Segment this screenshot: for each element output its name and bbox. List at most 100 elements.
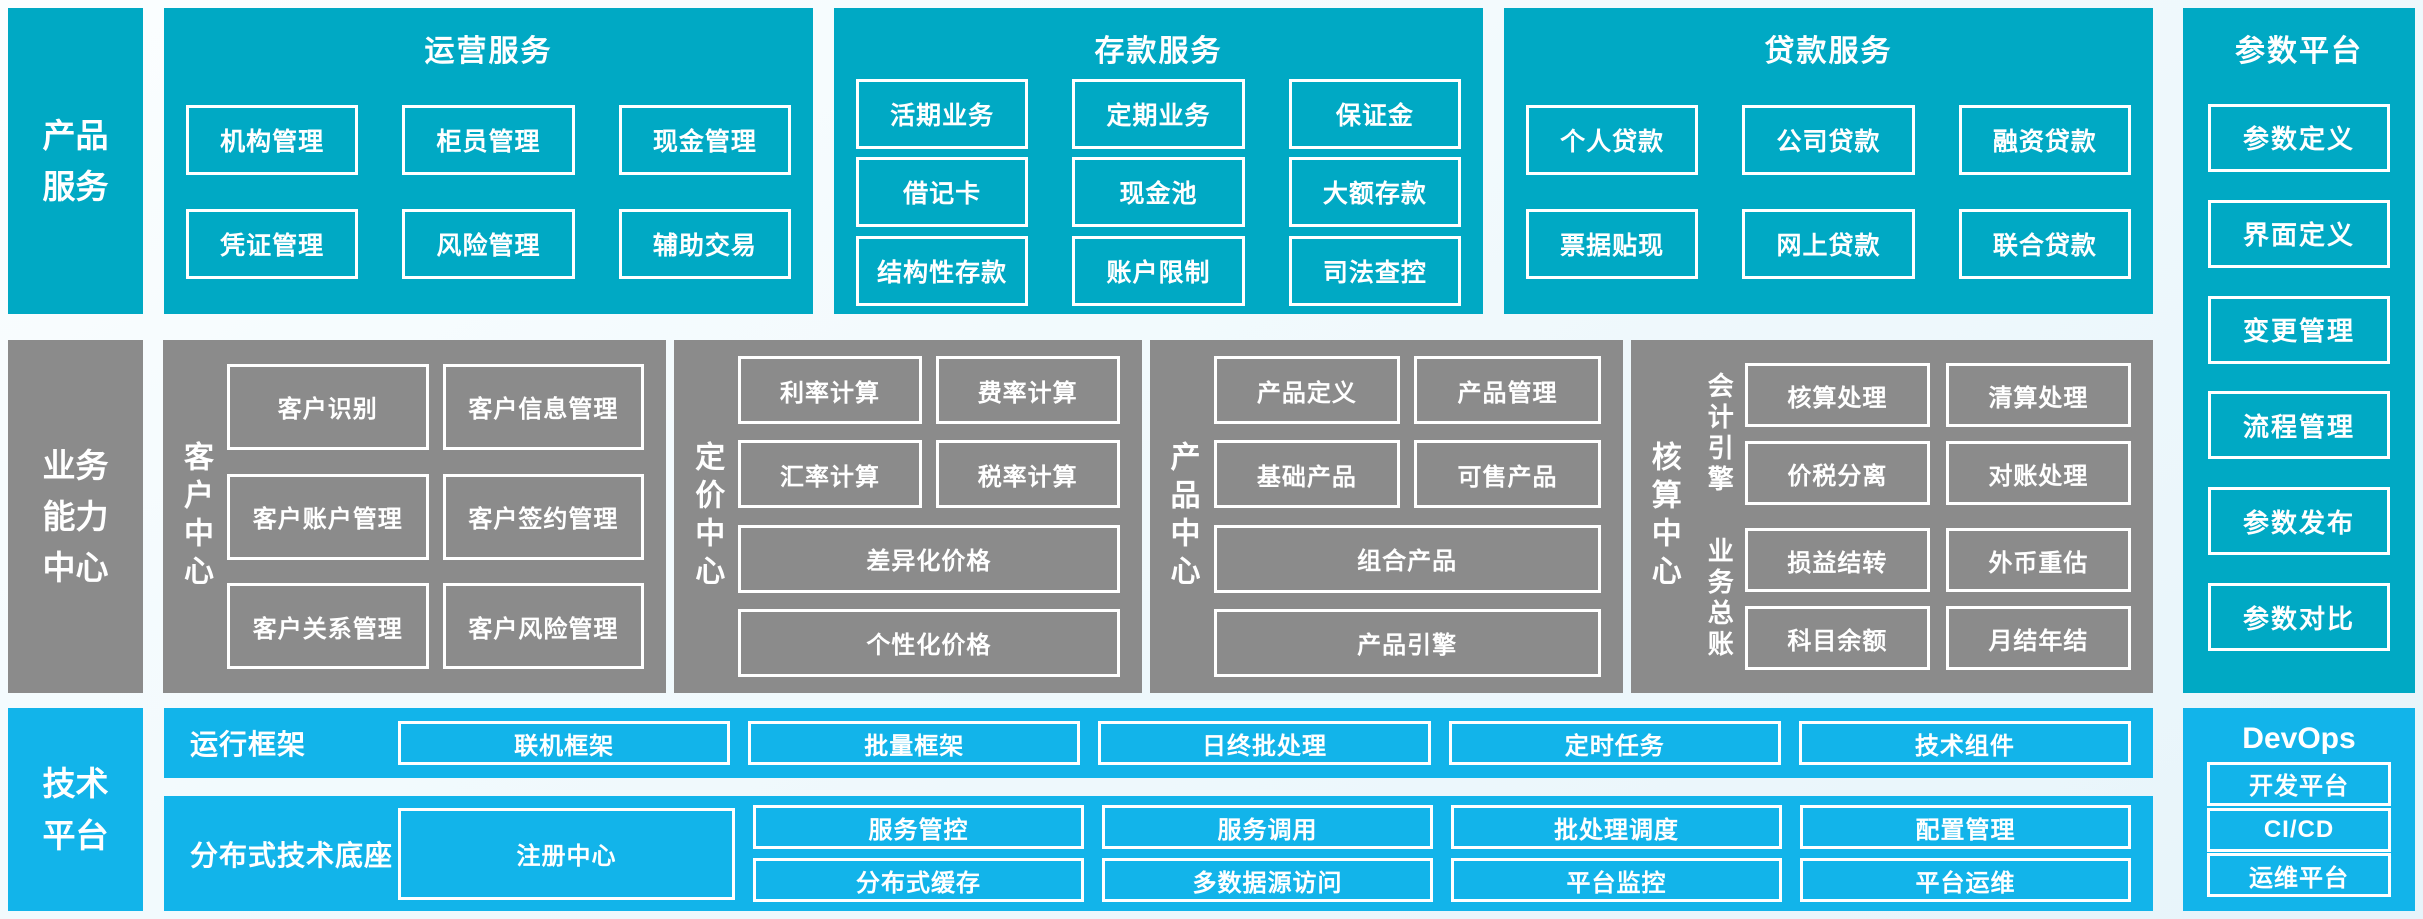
- deposit-box: 司法查控: [1288, 235, 1461, 306]
- sidebar-line: 产品: [42, 116, 109, 154]
- accounting-center-label: 核算中心: [1646, 440, 1680, 593]
- deposit-box: 保证金: [1288, 78, 1461, 149]
- section-title: 贷款服务: [1764, 35, 1893, 68]
- distributed-base-bar: 分布式技术底座 注册中心 服务管控 分布式缓存 服务调用 多数据源访问 批处理调…: [164, 796, 2153, 911]
- distributed-column: 批处理调度 平台监控: [1451, 805, 1782, 902]
- sidebar-line: 能力: [42, 497, 109, 535]
- deposit-box: 账户限制: [1072, 235, 1245, 306]
- parameter-box: 流程管理: [2208, 391, 2390, 460]
- accounting-box: 对账处理: [1945, 441, 2131, 505]
- pricing-box: 费率计算: [935, 356, 1120, 425]
- devops-panel: DevOps 开发平台 CI/CD 运维平台: [2183, 708, 2415, 911]
- parameter-box: 变更管理: [2208, 295, 2390, 364]
- parameter-box: 参数发布: [2208, 487, 2390, 556]
- deposit-box: 结构性存款: [856, 235, 1029, 306]
- ledger-box: 月结年结: [1945, 606, 2131, 670]
- customer-center-label: 客户中心: [179, 440, 212, 593]
- operations-box: 现金管理: [618, 104, 791, 175]
- ledger-box: 损益结转: [1744, 528, 1930, 592]
- customer-box: 客户信息管理: [442, 363, 645, 450]
- product-box: 产品定义: [1213, 356, 1401, 425]
- runtime-box: 定时任务: [1448, 721, 1781, 765]
- operations-box: 辅助交易: [618, 209, 791, 280]
- distributed-box: 平台运维: [1800, 858, 2131, 902]
- loan-box: 票据贴现: [1526, 209, 1699, 280]
- pricing-wide-box: 差异化价格: [738, 524, 1120, 593]
- runtime-box: 联机框架: [398, 721, 731, 765]
- distributed-box: 分布式缓存: [753, 858, 1084, 902]
- runtime-framework-bar: 运行框架 联机框架 批量框架 日终批处理 定时任务 技术组件: [164, 708, 2153, 778]
- distributed-box: 平台监控: [1451, 858, 1782, 902]
- devops-box: 运维平台: [2207, 853, 2391, 898]
- devops-box: 开发平台: [2207, 761, 2391, 806]
- product-box: 基础产品: [1213, 440, 1401, 509]
- runtime-framework-boxes: 联机框架 批量框架 日终批处理 定时任务 技术组件: [398, 721, 2132, 765]
- operations-section: 运营服务 机构管理 柜员管理 现金管理 凭证管理 风险管理 辅助交易: [164, 8, 813, 314]
- parameter-box: 界面定义: [2208, 199, 2390, 268]
- operations-box: 柜员管理: [402, 104, 575, 175]
- distributed-box: 多数据源访问: [1102, 858, 1433, 902]
- runtime-box: 技术组件: [1798, 721, 2132, 765]
- product-center-label: 产品中心: [1165, 440, 1199, 593]
- operations-box: 风险管理: [402, 209, 575, 280]
- runtime-box: 日终批处理: [1098, 721, 1431, 765]
- sidebar-tech-platform: 技术 平台: [8, 708, 143, 911]
- sidebar-product-services: 产品 服务: [8, 8, 143, 314]
- product-center-section: 产品中心 产品定义 产品管理 基础产品 可售产品 组合产品 产品引擎: [1149, 340, 1623, 693]
- product-box: 产品管理: [1414, 356, 1601, 425]
- distributed-column: 服务调用 多数据源访问: [1102, 805, 1433, 902]
- distributed-column: 配置管理 平台运维: [1800, 805, 2131, 902]
- product-wide-box: 产品引擎: [1213, 608, 1601, 677]
- deposit-box: 借记卡: [856, 157, 1029, 227]
- distributed-box: 配置管理: [1800, 805, 2131, 849]
- pricing-center-boxes: 利率计算 费率计算 汇率计算 税率计算 差异化价格 个性化价格: [738, 340, 1141, 693]
- product-services-band: 产品 服务 运营服务 机构管理 柜员管理 现金管理 凭证管理 风险管理 辅助交易: [8, 8, 2153, 314]
- section-title: 存款服务: [1094, 35, 1223, 68]
- ledger-box: 外币重估: [1945, 528, 2131, 592]
- accounting-engine-label: 会计引擎: [1704, 372, 1735, 496]
- distributed-column: 服务管控 分布式缓存: [753, 805, 1084, 902]
- customer-center-boxes: 客户识别 客户信息管理 客户账户管理 客户签约管理 客户关系管理 客户风险管理: [227, 340, 666, 693]
- customer-box: 客户签约管理: [442, 473, 645, 560]
- pricing-center-section: 定价中心 利率计算 费率计算 汇率计算 税率计算 差异化价格 个性化价格: [674, 340, 1142, 693]
- product-wide-box: 组合产品: [1213, 524, 1601, 593]
- operations-box: 凭证管理: [186, 209, 359, 280]
- sidebar-capability-center: 业务 能力 中心: [8, 340, 143, 693]
- customer-box: 客户识别: [227, 363, 429, 450]
- sidebar-line: 技术: [42, 765, 109, 803]
- deposit-section: 存款服务 活期业务 定期业务 保证金 借记卡 现金池 大额存款 结构性存款 账户…: [834, 8, 1483, 314]
- parameter-box: 参数对比: [2208, 583, 2390, 652]
- parameter-platform-title: 参数平台: [2235, 35, 2363, 68]
- tech-platform-band: 技术 平台 运行框架 联机框架 批量框架 日终批处理 定时任务 技术组件 分布式…: [8, 708, 2415, 911]
- pricing-box: 税率计算: [935, 440, 1120, 509]
- loan-section: 贷款服务 个人贷款 公司贷款 融资贷款 票据贴现 网上贷款 联合贷款: [1504, 8, 2153, 314]
- customer-box: 客户风险管理: [442, 583, 645, 670]
- loan-box: 个人贷款: [1526, 104, 1699, 175]
- accounting-box: 核算处理: [1744, 363, 1930, 427]
- deposit-box: 现金池: [1072, 157, 1245, 227]
- runtime-box: 批量框架: [748, 721, 1081, 765]
- operations-boxes: 机构管理 柜员管理 现金管理 凭证管理 风险管理 辅助交易: [164, 70, 813, 314]
- sidebar-line: 中心: [42, 549, 109, 587]
- pricing-center-label: 定价中心: [690, 440, 724, 593]
- customer-center-section: 客户中心 客户识别 客户信息管理 客户账户管理 客户签约管理 客户关系管理 客户…: [163, 340, 667, 693]
- deposit-boxes: 活期业务 定期业务 保证金 借记卡 现金池 大额存款 结构性存款 账户限制 司法…: [834, 70, 1483, 314]
- accounting-box: 价税分离: [1744, 441, 1930, 505]
- business-ledger-label: 业务总账: [1704, 537, 1735, 661]
- loan-box: 公司贷款: [1742, 104, 1915, 175]
- deposit-box: 定期业务: [1072, 78, 1245, 149]
- accounting-engine-group: 会计引擎 核算处理 清算处理 价税分离 对账处理: [1695, 363, 2131, 505]
- devops-title: DevOps: [2242, 722, 2356, 755]
- customer-box: 客户关系管理: [227, 583, 429, 670]
- operations-box: 机构管理: [186, 104, 359, 175]
- deposit-box: 大额存款: [1288, 157, 1461, 227]
- section-title: 运营服务: [424, 35, 553, 68]
- pricing-box: 利率计算: [738, 356, 922, 425]
- upper-area: 产品 服务 运营服务 机构管理 柜员管理 现金管理 凭证管理 风险管理 辅助交易: [8, 8, 2415, 693]
- accounting-engine-boxes: 核算处理 清算处理 价税分离 对账处理: [1744, 363, 2131, 505]
- parameter-platform-panel: 参数平台 参数定义 界面定义 变更管理 流程管理 参数发布 参数对比: [2183, 8, 2415, 693]
- pricing-box: 汇率计算: [738, 440, 922, 509]
- distributed-base-boxes: 注册中心 服务管控 分布式缓存 服务调用 多数据源访问 批处理调度 平台监控: [398, 805, 2131, 902]
- loan-box: 网上贷款: [1742, 209, 1915, 280]
